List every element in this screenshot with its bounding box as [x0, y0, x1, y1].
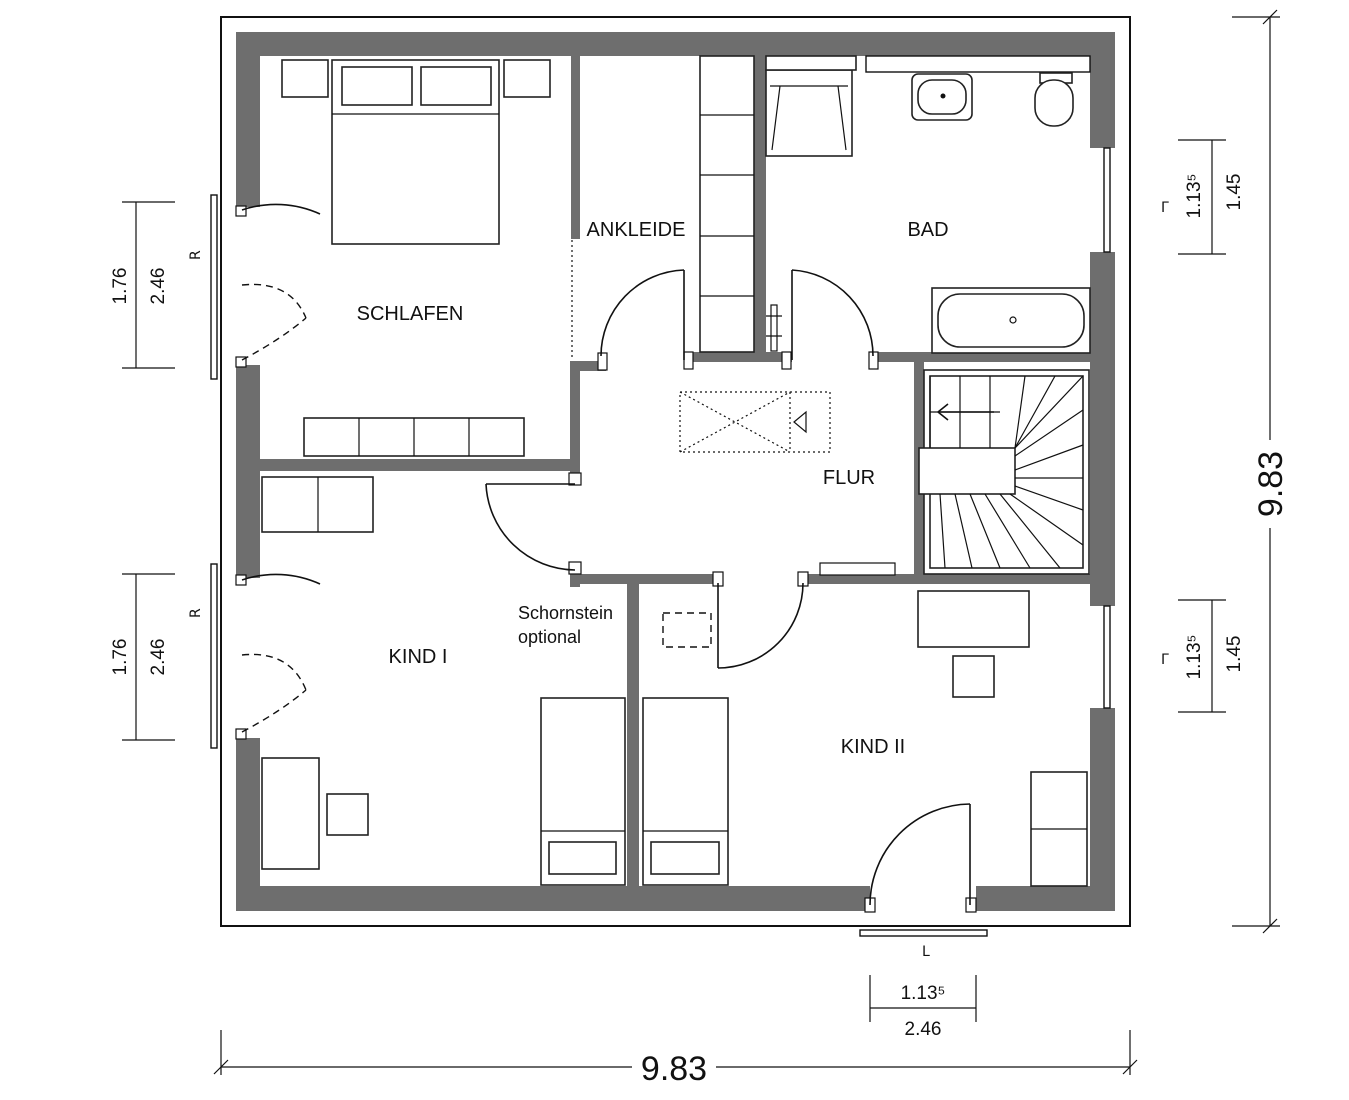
- room-labels: SCHLAFEN ANKLEIDE BAD FLUR KIND I KIND I…: [357, 219, 949, 758]
- dim-left-lower-outer: 1.76: [110, 639, 131, 676]
- chimney-note-line1: Schornstein: [518, 603, 613, 623]
- dimension-labels: 9.83 9.83 1.76 2.46 1.76 2.46 1.13⁵ 1.45…: [110, 174, 1290, 1088]
- chimney-note-line2: optional: [518, 627, 581, 647]
- dim-overall-depth: 9.83: [1252, 451, 1290, 517]
- window-mark-left-lower: R: [188, 608, 204, 618]
- dim-overall-width: 9.83: [641, 1050, 707, 1088]
- dim-right-lower-outer: 1.13⁵: [1184, 635, 1205, 680]
- dim-right-upper-inner: 1.45: [1224, 174, 1245, 211]
- room-label-kind2: KIND II: [841, 736, 905, 758]
- windows: [210, 55, 1111, 937]
- bathroom-fixtures: [765, 55, 1091, 354]
- room-label-schlafen: SCHLAFEN: [357, 303, 464, 325]
- dim-left-upper-outer: 1.76: [110, 268, 131, 305]
- dim-right-upper-outer: 1.13⁵: [1184, 174, 1205, 219]
- room-label-flur: FLUR: [823, 467, 875, 489]
- room-label-ankleide: ANKLEIDE: [587, 219, 686, 241]
- dimension-lines: [122, 9, 1280, 1075]
- window-mark-right-lower: Γ: [1161, 652, 1169, 668]
- dim-left-lower-inner: 2.46: [148, 639, 169, 676]
- room-label-kind1: KIND I: [389, 646, 448, 668]
- room-label-bad: BAD: [907, 219, 948, 241]
- window-mark-right-upper: Γ: [1161, 200, 1169, 216]
- window-marks: R R Γ Γ L: [188, 200, 1169, 960]
- dim-left-upper-inner: 2.46: [148, 268, 169, 305]
- door-swings: [241, 203, 971, 906]
- attic-hatch: [679, 391, 896, 576]
- dim-bottom-entry-upper: 1.13⁵: [901, 983, 946, 1004]
- window-mark-bottom: L: [922, 944, 930, 960]
- kid2-furniture: [642, 590, 1088, 887]
- dim-right-lower-inner: 1.45: [1224, 636, 1245, 673]
- door-jambs: [235, 205, 977, 913]
- dressing-shelves: [699, 55, 782, 353]
- bedroom-furniture: [281, 59, 551, 457]
- window-mark-left-upper: R: [188, 250, 204, 260]
- staircase: [918, 369, 1090, 575]
- dim-bottom-entry-lower: 2.46: [905, 1019, 942, 1040]
- kid1-furniture: [261, 476, 712, 886]
